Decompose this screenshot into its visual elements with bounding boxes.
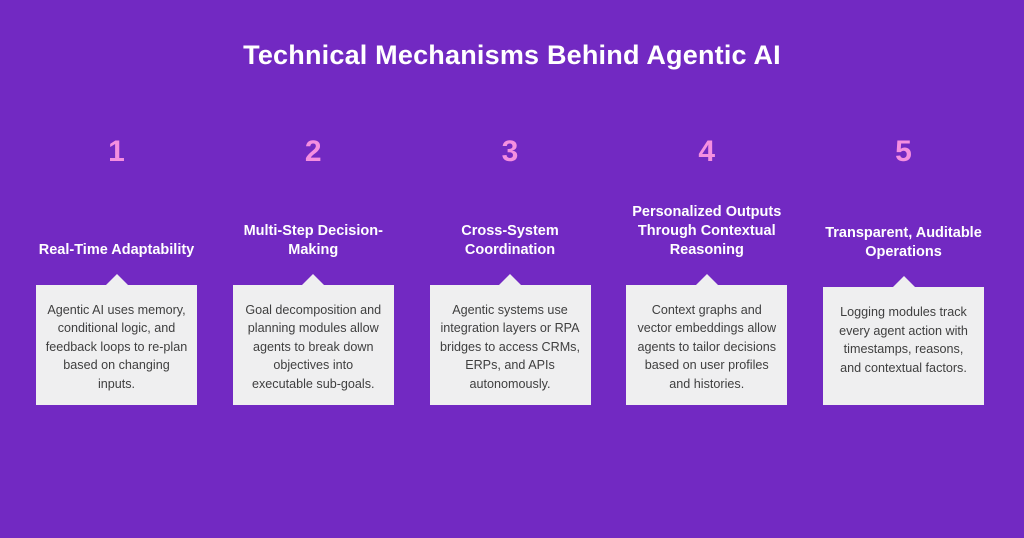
step-number-4: 4 [698, 135, 716, 168]
mechanism-column-2: 2 Multi-Step Decision-Making Goal decomp… [232, 130, 394, 405]
step-heading-5: Transparent, Auditable Operations [825, 225, 982, 260]
step-card-3: Agentic systems use integration layers o… [429, 273, 591, 405]
mechanism-column-3: 3 Cross-System Coordination Agentic syst… [429, 130, 591, 405]
step-card-body-3: Agentic systems use integration layers o… [429, 284, 591, 405]
step-number-2: 2 [304, 135, 322, 168]
mechanism-columns: 1 Real-Time Adaptability Agentic AI uses… [36, 130, 984, 405]
card-pointer-icon [695, 273, 718, 285]
step-card-body-2: Goal decomposition and planning modules … [232, 284, 394, 405]
card-pointer-icon [499, 273, 521, 285]
card-pointer-icon [892, 276, 915, 287]
step-number-1: 1 [108, 135, 125, 168]
mechanism-column-5: 5 Transparent, Auditable Operations Logg… [823, 130, 984, 405]
step-heading-3: Cross-System Coordination [461, 222, 559, 258]
step-heading-wrap-3: Cross-System Coordination [430, 174, 591, 265]
step-heading-wrap-5: Transparent, Auditable Operations [823, 174, 984, 267]
step-card-4: Context graphs and vector embeddings all… [626, 273, 788, 405]
step-card-body-4: Context graphs and vector embeddings all… [626, 284, 788, 405]
mechanism-column-1: 1 Real-Time Adaptability Agentic AI uses… [36, 130, 197, 405]
page-title: Technical Mechanisms Behind Agentic AI [243, 40, 781, 70]
step-card-body-1: Agentic AI uses memory, conditional logi… [36, 284, 197, 405]
step-heading-4: Personalized Outputs Through Contextual … [632, 203, 782, 258]
step-description-4: Context graphs and vector embeddings all… [637, 302, 777, 391]
step-heading-wrap-4: Personalized Outputs Through Contextual … [626, 174, 787, 265]
step-number-5: 5 [895, 135, 912, 168]
step-heading-1: Real-Time Adaptability [38, 241, 195, 258]
step-description-3: Agentic systems use integration layers o… [440, 302, 580, 391]
step-card-body-5: Logging modules track every agent action… [823, 287, 984, 405]
step-heading-wrap-1: Real-Time Adaptability [36, 174, 197, 265]
card-pointer-icon [105, 273, 128, 285]
step-description-2: Goal decomposition and planning modules … [245, 302, 382, 391]
step-card-2: Goal decomposition and planning modules … [232, 273, 394, 405]
step-description-5: Logging modules track every agent action… [839, 305, 968, 375]
step-description-1: Agentic AI uses memory, conditional logi… [45, 302, 188, 391]
step-heading-wrap-2: Multi-Step Decision-Making [233, 174, 394, 265]
step-heading-2: Multi-Step Decision-Making [243, 222, 383, 258]
card-pointer-icon [302, 273, 325, 285]
step-card-5: Logging modules track every agent action… [823, 276, 984, 405]
mechanism-column-4: 4 Personalized Outputs Through Contextua… [626, 130, 788, 405]
step-number-3: 3 [501, 135, 519, 168]
step-card-1: Agentic AI uses memory, conditional logi… [36, 273, 197, 405]
